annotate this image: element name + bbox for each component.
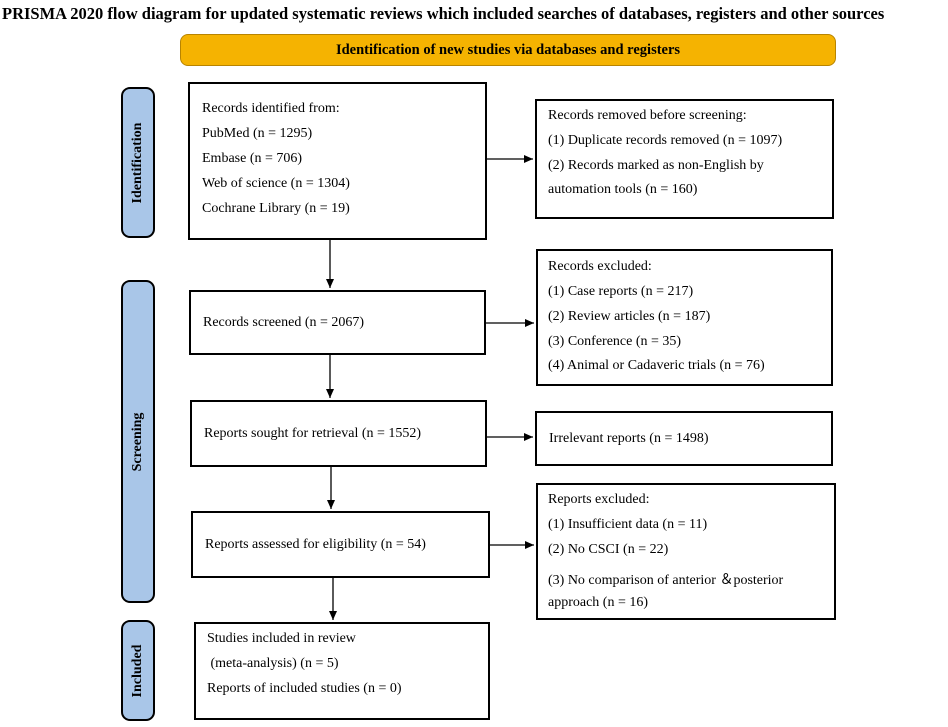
records-excluded-line-3: (3) Conference (n = 35) [548,334,682,349]
phase-included: Included [121,620,155,721]
records-excluded-line-2: (2) Review articles (n = 187) [548,309,711,324]
records-removed-line-1: (1) Duplicate records removed (n = 1097) [548,133,783,148]
records-excluded-box: Records excluded: (1) Case reports (n = … [536,249,833,386]
reports-excluded-line-3: (3) No comparison of anterior ＆posterior [548,573,784,588]
reports-sought-text: Reports sought for retrieval (n = 1552) [204,425,422,441]
studies-included-line-2: (meta-analysis) (n = 5) [207,656,339,671]
irrelevant-reports-box: Irrelevant reports (n = 1498) [535,411,833,466]
irrelevant-reports-text: Irrelevant reports (n = 1498) [549,430,709,446]
records-removed-line-3: automation tools (n = 160) [548,182,698,197]
records-identified-heading: Records identified from: [202,101,340,116]
reports-excluded-heading: Reports excluded: [548,492,650,507]
phase-screening: Screening [121,280,155,603]
studies-included-line-3: Reports of included studies (n = 0) [207,681,402,696]
source-cochrane: Cochrane Library (n = 19) [202,201,350,216]
studies-included-box: Studies included in review (meta-analysi… [194,622,490,720]
records-removed-box: Records removed before screening: (1) Du… [535,99,834,219]
records-removed-heading: Records removed before screening: [548,108,747,123]
reports-excluded-line-4: approach (n = 16) [548,595,649,610]
reports-excluded-line-2: (2) No CSCI (n = 22) [548,542,669,557]
source-pubmed: PubMed (n = 1295) [202,126,313,141]
records-screened-text: Records screened (n = 2067) [203,314,365,330]
records-identified-box: Records identified from: PubMed (n = 129… [188,82,487,240]
reports-assessed-text: Reports assessed for eligibility (n = 54… [205,536,426,552]
reports-sought-box: Reports sought for retrieval (n = 1552) [190,400,487,467]
source-web-of-science: Web of science (n = 1304) [202,176,350,191]
records-removed-line-2: (2) Records marked as non-English by [548,158,764,173]
reports-assessed-box: Reports assessed for eligibility (n = 54… [191,511,490,578]
reports-excluded-line-1: (1) Insufficient data (n = 11) [548,517,708,532]
records-excluded-line-4: (4) Animal or Cadaveric trials (n = 76) [548,358,765,373]
diagram-title: PRISMA 2020 flow diagram for updated sys… [2,4,885,23]
identification-banner: Identification of new studies via databa… [180,34,836,66]
source-embase: Embase (n = 706) [202,151,303,166]
reports-excluded-box: Reports excluded: (1) Insufficient data … [536,483,836,620]
records-screened-box: Records screened (n = 2067) [189,290,486,355]
records-excluded-line-1: (1) Case reports (n = 217) [548,284,694,299]
records-excluded-heading: Records excluded: [548,259,652,274]
studies-included-line-1: Studies included in review [207,631,356,646]
phase-identification: Identification [121,87,155,238]
